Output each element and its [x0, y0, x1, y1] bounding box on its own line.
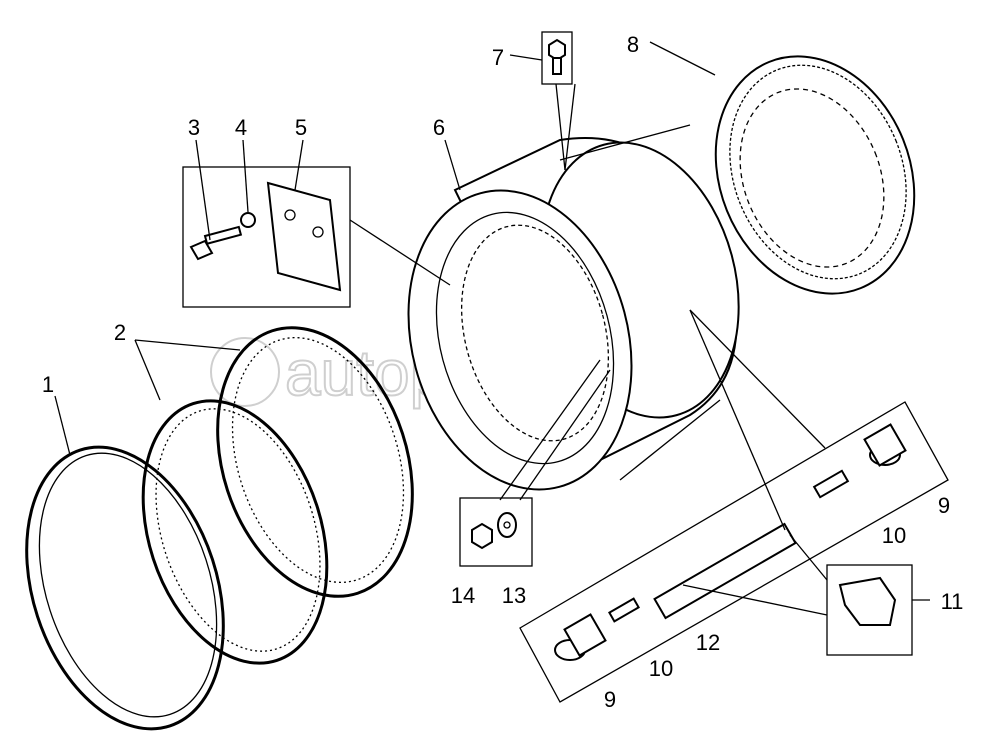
bolt-7: [541, 31, 573, 85]
label-8: 8: [627, 32, 639, 57]
label-12: 12: [696, 630, 720, 655]
label-9-left: 9: [604, 687, 616, 712]
label-10-left: 10: [649, 656, 673, 681]
label-6: 6: [433, 115, 445, 140]
housing-6: [407, 124, 740, 491]
leader-lines: [54, 41, 930, 616]
label-11: 11: [941, 589, 964, 614]
label-3: 3: [188, 115, 200, 140]
label-7: 7: [492, 45, 504, 70]
ring-2-rear: [216, 326, 414, 598]
label-9-right: 9: [938, 493, 950, 518]
spring-pin-group-9-12: [519, 401, 949, 703]
label-10-right: 10: [882, 523, 906, 548]
ring-2-front: [141, 399, 329, 665]
ring-1: [25, 445, 225, 731]
fastener-group-3-5: [182, 166, 351, 308]
label-4: 4: [235, 115, 247, 140]
label-14: 14: [451, 583, 475, 608]
fastener-group-13-14: [459, 497, 533, 567]
label-1: 1: [42, 372, 54, 397]
label-5: 5: [295, 115, 307, 140]
label-2: 2: [114, 320, 126, 345]
ring-gear-8: [714, 55, 916, 295]
label-13: 13: [502, 583, 526, 608]
